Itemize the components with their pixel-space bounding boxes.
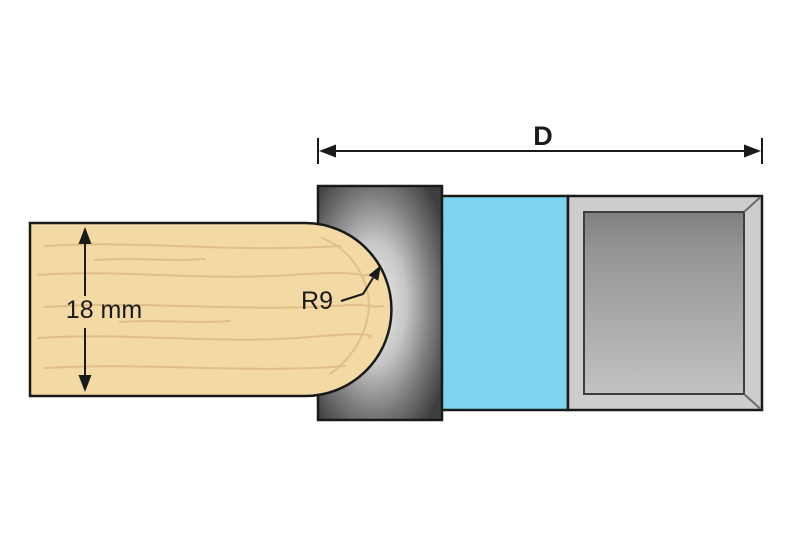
- shank-chamfer-bottom: [743, 393, 761, 410]
- radius-callout: R9: [301, 265, 381, 315]
- shank-chamfer-top: [743, 196, 761, 213]
- wood-board: [28, 221, 393, 398]
- wood-grain-line: [94, 258, 206, 261]
- thickness-dimension: 18 mm: [66, 227, 142, 392]
- wood-grain-line: [44, 243, 341, 250]
- wood-grain-line: [119, 320, 231, 323]
- radius-leader-line: [340, 277, 374, 302]
- shank-block: [566, 194, 764, 412]
- wood-grain: [37, 237, 384, 375]
- thickness-arrowhead-up-icon: [78, 227, 92, 244]
- insert-block: [440, 194, 570, 412]
- thickness-arrowhead-down-icon: [78, 375, 92, 392]
- radius-arrowhead-icon: [368, 265, 381, 281]
- radius-label: R9: [301, 287, 333, 315]
- diameter-dimension: D: [317, 121, 763, 164]
- diameter-label: D: [533, 121, 553, 151]
- wood-grain-line: [37, 333, 372, 341]
- shank-inner-face: [583, 211, 745, 395]
- d-arrowhead-right-icon: [744, 144, 761, 158]
- wood-grain-line: [321, 237, 371, 375]
- thickness-label: 18 mm: [66, 296, 142, 324]
- d-arrowhead-left-icon: [319, 144, 336, 158]
